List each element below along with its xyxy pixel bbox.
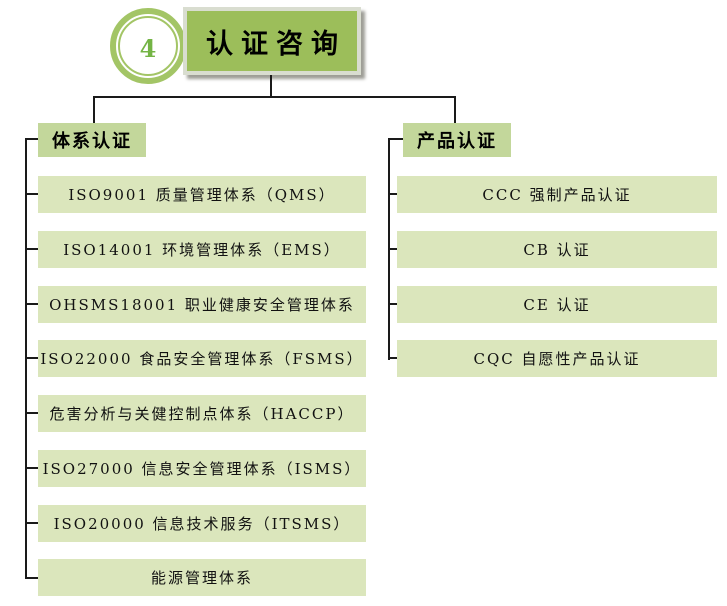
connector-line [25, 467, 38, 469]
connector-line [388, 138, 403, 140]
tree-node-label: ISO9001 质量管理体系（QMS） [68, 186, 336, 204]
tree-node: CQC 自愿性产品认证 [397, 340, 717, 377]
tree-node: ISO14001 环境管理体系（EMS） [38, 231, 366, 268]
step-number: 4 [139, 33, 157, 63]
tree-node: 能源管理体系 [38, 559, 366, 596]
tree-node: ISO20000 信息技术服务（ITSMS） [38, 505, 366, 542]
tree-node-label: CB 认证 [523, 241, 591, 259]
tree-node-label: CCC 强制产品认证 [482, 186, 632, 204]
tree-node: 危害分析与关健控制点体系（HACCP） [38, 395, 366, 432]
connector-line [25, 522, 38, 524]
tree-node: CCC 强制产品认证 [397, 176, 717, 213]
tree-node-label: ISO27000 信息安全管理体系（ISMS） [42, 460, 362, 478]
connector-line [25, 577, 38, 579]
connector-line [25, 193, 38, 195]
connector-line [25, 412, 38, 414]
root-node-label: 认证咨询 [206, 28, 346, 60]
connector-line [388, 303, 403, 305]
connector-line [270, 75, 272, 98]
tree-node: OHSMS18001 职业健康安全管理体系 [38, 286, 366, 323]
branch-header-system-label: 体系认证 [52, 131, 132, 152]
tree-node-label: ISO22000 食品安全管理体系（FSMS） [40, 350, 364, 368]
step-badge-inner-ring: 4 [118, 16, 178, 76]
tree-node: CB 认证 [397, 231, 717, 268]
connector-line [454, 96, 456, 124]
branch-header-system: 体系认证 [38, 123, 146, 157]
branch-header-product: 产品认证 [403, 123, 511, 157]
tree-node-label: CE 认证 [523, 296, 591, 314]
step-badge: 4 [110, 8, 186, 84]
tree-node-label: 危害分析与关健控制点体系（HACCP） [49, 405, 355, 423]
tree-node-label: ISO20000 信息技术服务（ITSMS） [53, 515, 351, 533]
connector-line [388, 248, 403, 250]
tree-node-label: CQC 自愿性产品认证 [473, 350, 641, 368]
connector-line [25, 303, 38, 305]
connector-line [93, 96, 456, 98]
connector-line [388, 357, 403, 359]
branch-header-product-label: 产品认证 [417, 131, 497, 152]
tree-node: ISO27000 信息安全管理体系（ISMS） [38, 450, 366, 487]
root-node: 认证咨询 [183, 7, 361, 75]
tree-node-label: ISO14001 环境管理体系（EMS） [63, 241, 341, 259]
connector-line [388, 193, 403, 195]
tree-node-label: OHSMS18001 职业健康安全管理体系 [49, 296, 355, 314]
tree-node: ISO22000 食品安全管理体系（FSMS） [38, 340, 366, 377]
connector-line [25, 248, 38, 250]
tree-node: CE 认证 [397, 286, 717, 323]
connector-line [25, 138, 38, 140]
tree-node-label: 能源管理体系 [150, 569, 253, 587]
tree-node: ISO9001 质量管理体系（QMS） [38, 176, 366, 213]
connector-line [25, 357, 38, 359]
connector-line [93, 96, 95, 124]
